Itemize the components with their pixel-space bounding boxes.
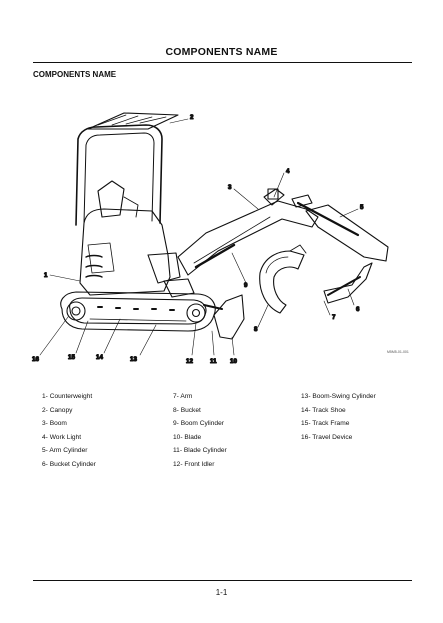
upper-structure: [79, 208, 195, 298]
callout-6: 6: [356, 306, 360, 313]
legend-item: 8- Bucket: [173, 406, 201, 414]
legend-item: 11- Blade Cylinder: [173, 447, 227, 454]
legend-item: 2- Canopy: [42, 406, 73, 414]
figure-code: M5M5-01-001: [387, 350, 409, 354]
callout-13: 13: [130, 356, 137, 363]
callout-16: 16: [32, 356, 39, 363]
legend-item: 13- Boom-Swing Cylinder: [301, 393, 376, 400]
boom-cylinder: [194, 243, 236, 269]
work-light: [267, 188, 279, 200]
title-divider: [33, 62, 412, 63]
footer-divider: [33, 580, 412, 581]
legend-item: 1- Counterweight: [42, 393, 93, 400]
section-heading: COMPONENTS NAME: [33, 70, 117, 79]
callout-12: 12: [186, 358, 193, 365]
callout-4: 4: [286, 168, 290, 175]
callout-7: 7: [332, 314, 336, 321]
legend-item: 6- Bucket Cylinder: [42, 460, 96, 468]
page-number: 1-1: [215, 588, 228, 597]
callout-1: 1: [44, 272, 48, 279]
track-assembly: [60, 291, 216, 332]
legend-item: 5- Arm Cylinder: [42, 447, 88, 454]
boom: [177, 188, 319, 276]
callout-5: 5: [360, 204, 364, 211]
legend-item: 9- Boom Cylinder: [173, 420, 224, 427]
callout-2: 2: [190, 114, 194, 121]
callout-8: 8: [254, 326, 258, 333]
legend-item: 3- Boom: [42, 420, 67, 427]
excavator-illustration: 1 2 3 4 5 6 7 8 9 10 11 12 13 14 15 16: [28, 105, 413, 375]
page-title: COMPONENTS NAME: [165, 46, 278, 58]
callout-14: 14: [96, 354, 103, 361]
blade: [203, 294, 245, 340]
arm: [291, 194, 389, 304]
callout-11: 11: [210, 358, 217, 365]
canopy-frame: [75, 112, 179, 226]
callout-9: 9: [244, 282, 248, 289]
callout-leaders: [39, 118, 359, 356]
components-legend: 1- Counterweight 2- Canopy 3- Boom 4- Wo…: [42, 393, 412, 474]
bucket: [259, 244, 307, 314]
callout-3: 3: [228, 184, 232, 191]
callout-15: 15: [68, 354, 75, 361]
legend-item: 16- Travel Device: [301, 433, 353, 441]
legend-item: 10- Blade: [173, 433, 202, 441]
legend-item: 15- Track Frame: [301, 420, 350, 427]
legend-item: 12- Front Idler: [173, 460, 215, 468]
legend-item: 4- Work Light: [42, 433, 82, 441]
legend-item: 14- Track Shoe: [301, 406, 346, 414]
callout-10: 10: [230, 358, 237, 365]
legend-item: 7- Arm: [173, 393, 193, 400]
